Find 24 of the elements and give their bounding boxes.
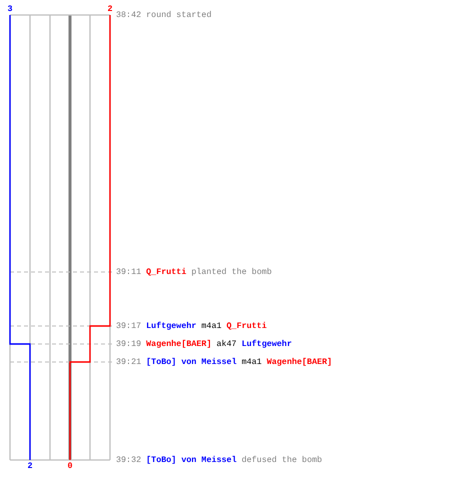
count-label: 2 — [26, 461, 34, 471]
event-text: [ToBo] von Meissel — [146, 454, 237, 466]
event-text: Wagenhe[BAER] — [146, 338, 212, 350]
time-label: 39:19 — [116, 338, 142, 350]
event-text: [ToBo] von Meissel — [146, 356, 237, 368]
event-text: m4a1 — [242, 356, 262, 368]
event-text: defused the bomb — [242, 454, 322, 466]
event-text: planted the bomb — [191, 266, 272, 278]
event-text: ak47 — [216, 338, 237, 350]
event-text: m4a1 — [201, 320, 222, 332]
event-text: Q_Frutti — [146, 266, 186, 278]
time-label: 39:32 — [116, 454, 142, 466]
count-label: 0 — [66, 461, 74, 471]
event-text: Luftgewehr — [242, 338, 292, 350]
count-label: 3 — [6, 4, 14, 14]
count-label: 2 — [106, 4, 114, 14]
event-text: round started — [146, 9, 212, 21]
time-label: 38:42 — [116, 9, 142, 21]
event-text: Luftgewehr — [146, 320, 196, 332]
event-text: Q_Frutti — [226, 320, 267, 332]
time-label: 39:11 — [116, 266, 142, 278]
time-label: 39:17 — [116, 320, 142, 332]
event-text: Wagenhe[BAER] — [266, 356, 332, 368]
time-label: 39:21 — [116, 356, 142, 368]
